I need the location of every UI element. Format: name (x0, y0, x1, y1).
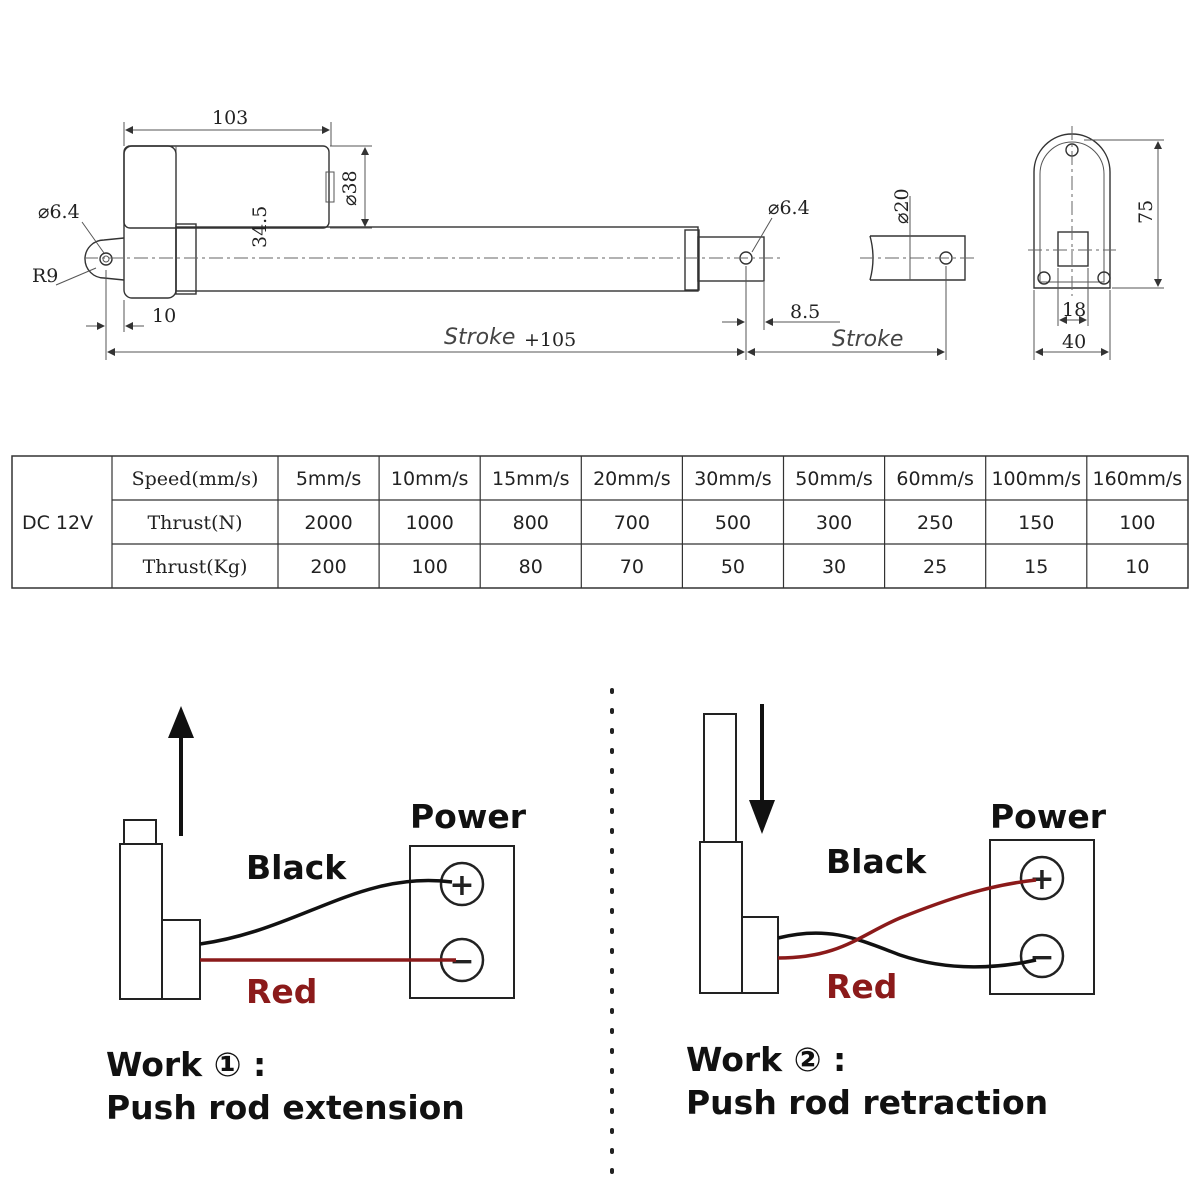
front-view-drawing: 75 18 40 (1028, 126, 1164, 360)
black-label-right: Black (826, 842, 927, 881)
thrust-n-cell: 1000 (405, 512, 453, 534)
dim-38: ⌀38 (339, 170, 361, 206)
plus-terminal-icon-right (1019, 855, 1065, 901)
black-label-left: Black (246, 848, 347, 887)
black-wire-left (199, 878, 453, 946)
speed-cell: 60mm/s (896, 468, 974, 490)
thrust-n-cell: 150 (1018, 512, 1054, 534)
minus-terminal-icon-right (1019, 933, 1065, 979)
black-wire-right (777, 931, 1037, 969)
wiring-extension: + − Power Black Red Work ① : Push rod ex… (106, 706, 527, 1127)
speed-cell: 30mm/s (694, 468, 772, 490)
push-rod (697, 236, 765, 282)
minus-sign-right: − (1029, 940, 1054, 975)
rear-clevis (84, 237, 125, 281)
dim-6-4-right: ⌀6.4 (768, 197, 810, 219)
actuator-body-left (119, 843, 163, 1000)
dim-103: 103 (212, 107, 248, 129)
dim-40: 40 (1062, 331, 1086, 353)
row-label-thrust-kg: Thrust(Kg) (143, 556, 248, 578)
thrust-kg-cell: 15 (1024, 556, 1048, 578)
motor-housing (123, 145, 330, 229)
dim-75: 75 (1135, 200, 1157, 224)
dim-6-4-left: ⌀6.4 (38, 201, 80, 223)
red-label-right: Red (826, 967, 897, 1006)
red-label-left: Red (246, 972, 317, 1011)
caption-retraction: Push rod retraction (686, 1083, 1048, 1122)
thrust-kg-cell: 80 (519, 556, 543, 578)
speed-cell: 20mm/s (593, 468, 671, 490)
dim-10: 10 (152, 305, 176, 327)
down-arrow-icon (749, 800, 775, 834)
voltage-label: DC 12V (22, 512, 93, 534)
dim-18: 18 (1062, 299, 1086, 321)
thrust-n-cell: 250 (917, 512, 953, 534)
power-box-left (409, 845, 515, 999)
dim-stroke-plus: Stroke (444, 325, 515, 350)
thrust-n-cell: 100 (1119, 512, 1155, 534)
thrust-n-cell: 700 (614, 512, 650, 534)
thrust-kg-cell: 50 (721, 556, 745, 578)
rod-extended (703, 713, 737, 843)
thrust-n-cell: 800 (513, 512, 549, 534)
speed-cell: 5mm/s (296, 468, 361, 490)
up-arrow-icon (168, 706, 194, 738)
row-label-speed: Speed(mm/s) (132, 468, 259, 490)
speed-cell: 10mm/s (391, 468, 469, 490)
caption-extension: Push rod extension (106, 1088, 465, 1127)
dim-stroke: Stroke (832, 327, 903, 352)
thrust-kg-cell: 30 (822, 556, 846, 578)
power-box-right (989, 839, 1095, 995)
caption-work-1: Work ① : (106, 1045, 266, 1084)
thrust-kg-cell: 10 (1125, 556, 1149, 578)
dim-r9: R9 (32, 265, 58, 287)
thrust-n-cell: 2000 (304, 512, 352, 534)
speed-cell: 160mm/s (1093, 468, 1183, 490)
power-label-right: Power (990, 797, 1107, 836)
caption-work-2: Work ② : (686, 1040, 846, 1079)
speed-cell: 15mm/s (492, 468, 570, 490)
row-label-thrust-n: Thrust(N) (147, 512, 242, 534)
spec-table: DC 12V Speed(mm/s) Thrust(N) Thrust(Kg) … (11, 455, 1189, 589)
thrust-kg-cell: 70 (620, 556, 644, 578)
dim-20: ⌀20 (891, 188, 913, 224)
speed-cell: 50mm/s (795, 468, 873, 490)
plus-terminal-icon (439, 861, 485, 907)
side-view-drawing: 103 ⌀38 34.5 ⌀6.4 R9 10 Stroke +105 ⌀6.4… (32, 107, 975, 360)
speed-cell: 100mm/s (991, 468, 1081, 490)
wiring-retraction: + − Power Black Red Work ② : Push rod re… (686, 704, 1107, 1122)
red-wire-right (777, 878, 1037, 960)
thrust-n-cell: 500 (715, 512, 751, 534)
thrust-kg-cell: 200 (310, 556, 346, 578)
dim-plus-105: +105 (524, 329, 576, 351)
gearbox-housing (123, 145, 177, 299)
thrust-n-cell: 300 (816, 512, 852, 534)
dim-8-5: 8.5 (790, 301, 820, 323)
power-label-left: Power (410, 797, 527, 836)
thrust-kg-cell: 100 (412, 556, 448, 578)
plus-sign: + (449, 868, 474, 903)
actuator-body-right (699, 841, 743, 994)
thrust-kg-cell: 25 (923, 556, 947, 578)
rod-tip (123, 819, 157, 845)
dim-34-5: 34.5 (249, 206, 271, 248)
